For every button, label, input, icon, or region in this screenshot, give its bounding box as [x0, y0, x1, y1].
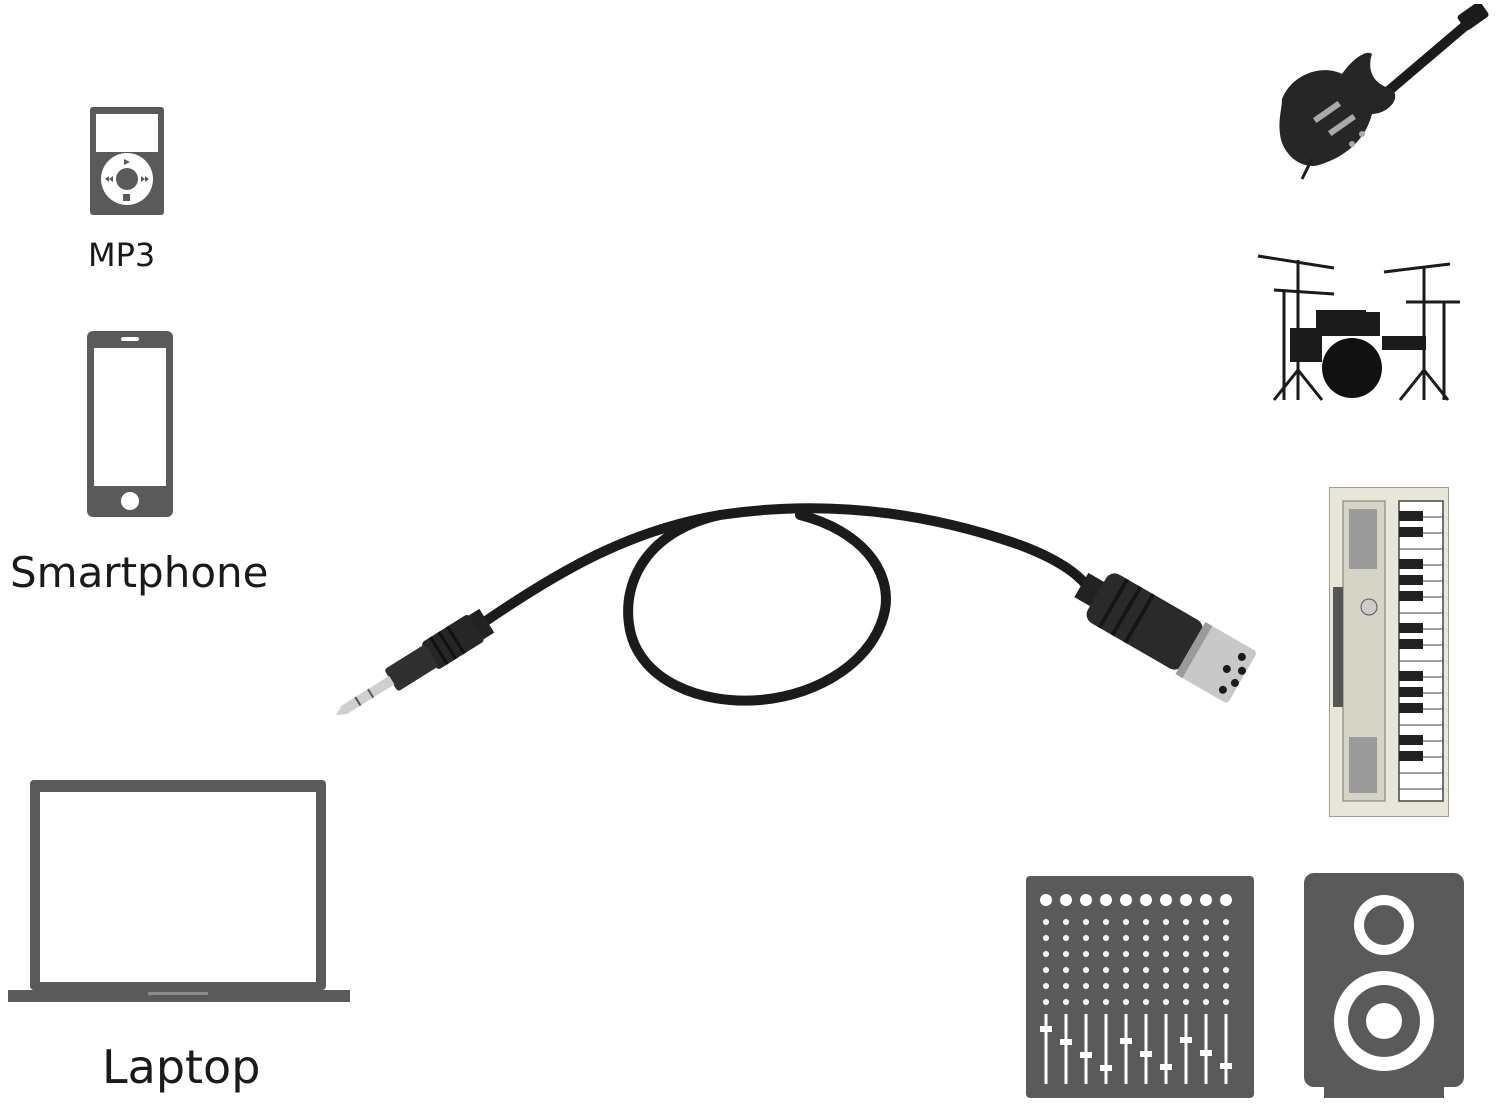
electric-guitar-icon	[1272, 4, 1492, 180]
laptop-icon	[8, 780, 350, 1002]
laptop-label: Laptop	[102, 1040, 261, 1094]
keyboard-piano-icon	[1329, 487, 1449, 817]
audio-mixer-icon	[1026, 876, 1254, 1098]
smartphone-icon	[87, 331, 173, 517]
midi-to-3-5mm-cable-icon	[300, 490, 1300, 750]
mp3-label: MP3	[88, 236, 156, 274]
mp3-player-icon	[90, 107, 164, 215]
smartphone-label: Smartphone	[10, 548, 269, 597]
drum-kit-icon	[1254, 250, 1460, 402]
speaker-icon	[1304, 873, 1464, 1098]
